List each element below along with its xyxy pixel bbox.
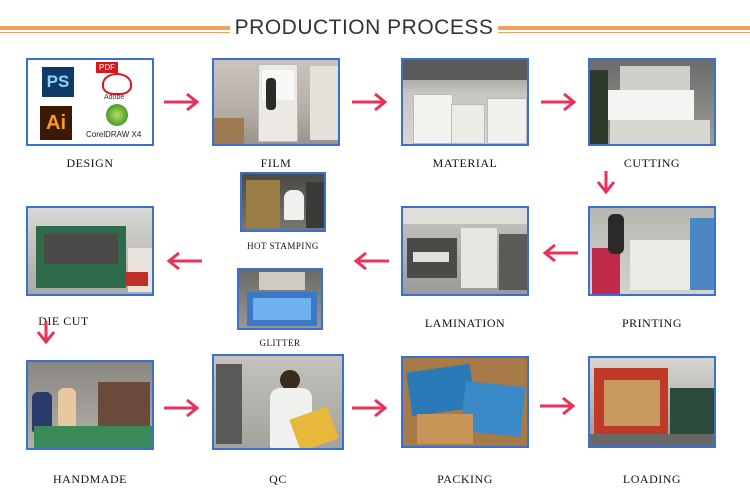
handmade-label: HANDMADE	[53, 472, 127, 486]
lamination-photo	[401, 206, 529, 296]
die-cut-photo	[26, 206, 154, 296]
arrow-left-icon	[350, 251, 390, 271]
hot-stamping-photo	[240, 172, 326, 232]
title-rule-right	[498, 26, 750, 33]
glitter-photo	[237, 268, 323, 330]
packing-label: PACKING	[437, 472, 493, 486]
header: PRODUCTION PROCESS	[0, 10, 750, 46]
qc-label: QC	[269, 472, 287, 486]
design-photo: PS PDF Adobe Ai CorelDRAW X4	[26, 58, 154, 146]
pdf-text: PDF	[96, 62, 118, 73]
design-label: DESIGN	[66, 156, 114, 170]
cutting-label: CUTTING	[623, 156, 681, 170]
arrow-down-icon	[36, 320, 56, 346]
arrow-right-icon	[351, 92, 391, 112]
arrow-right-icon	[540, 92, 580, 112]
film-photo	[212, 58, 340, 146]
film-label: FILM	[260, 156, 292, 170]
arrow-right-icon	[539, 396, 579, 416]
ai-text: Ai	[46, 112, 66, 134]
page-title: PRODUCTION PROCESS	[234, 16, 494, 39]
photoshop-logo-icon: PS	[42, 67, 74, 97]
arrow-right-icon	[351, 398, 391, 418]
arrow-down-icon	[596, 170, 616, 196]
hot-stamping-label: HOT STAMPING	[247, 241, 319, 251]
corel-text: CorelDRAW X4	[86, 130, 142, 139]
cutting-photo	[588, 58, 716, 146]
ps-text: PS	[46, 72, 70, 91]
lamination-label: LAMINATION	[424, 316, 506, 330]
packing-photo	[401, 356, 529, 448]
title-rule-left	[0, 26, 230, 33]
adobe-text: Adobe	[104, 94, 125, 101]
coreldraw-logo-icon: CorelDRAW X4	[86, 104, 152, 144]
printing-label: PRINTING	[622, 316, 682, 330]
arrow-right-icon	[163, 92, 203, 112]
material-photo	[401, 58, 529, 146]
qc-photo	[212, 354, 344, 450]
arrow-left-icon	[539, 243, 579, 263]
loading-photo	[588, 356, 716, 448]
loading-label: LOADING	[622, 472, 682, 486]
material-label: MATERIAL	[432, 156, 498, 170]
glitter-label: GLITTER	[259, 338, 301, 348]
die-cut-label: DIE CUT	[38, 314, 89, 328]
illustrator-logo-icon: Ai	[40, 106, 72, 140]
arrow-right-icon	[163, 398, 203, 418]
pdf-logo-icon: PDF Adobe	[96, 62, 136, 102]
arrow-left-icon	[163, 251, 203, 271]
printing-photo	[588, 206, 716, 296]
handmade-photo	[26, 360, 154, 450]
